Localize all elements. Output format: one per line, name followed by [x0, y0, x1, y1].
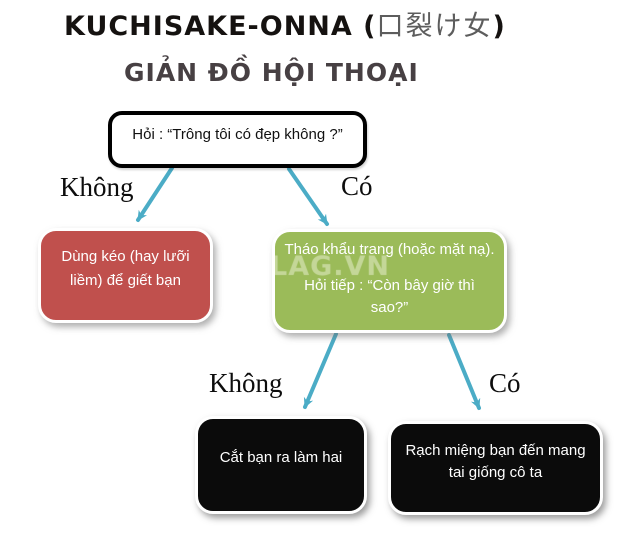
no2-result-text: Cắt bạn ra làm hai — [219, 449, 343, 466]
diagram-subtitle: GIẢN ĐỒ HỘI THOẠI — [124, 58, 419, 87]
yes-result-line2: Hỏi tiếp : “Còn bây giờ thì sao?” — [304, 276, 475, 316]
arrow-no-2-icon — [303, 332, 338, 409]
branch2-yes-label: Có — [489, 368, 521, 398]
arrow-no-1-icon — [136, 166, 174, 222]
arrow-yes-2-icon — [447, 333, 481, 410]
no-result-node: Dùng kéo (hay lưỡi liềm) để giết bạn — [38, 228, 213, 323]
page-title-close: ) — [492, 11, 506, 42]
question-text: Hỏi : “Trông tôi có đẹp không ?” — [132, 126, 343, 143]
question-node: Hỏi : “Trông tôi có đẹp không ?” — [108, 111, 367, 168]
no-result-text: Dùng kéo (hay lưỡi liềm) để giết bạn — [61, 247, 190, 289]
yes-result-line1: Tháo khẩu trang (hoặc mặt nạ). — [284, 240, 495, 258]
page-title: KUCHISAKE-ONNA (口裂け女) — [64, 4, 604, 43]
yes2-result-text: Rạch miệng bạn đến mang tai giống cô ta — [405, 442, 586, 481]
branch1-no-label: Không — [60, 172, 134, 202]
branch1-yes-label: Có — [341, 171, 373, 201]
yes-result-node: Tháo khẩu trang (hoặc mặt nạ). Hỏi tiếp … — [272, 229, 507, 333]
yes2-result-node: Rạch miệng bạn đến mang tai giống cô ta — [388, 421, 603, 515]
arrow-yes-1-icon — [287, 167, 329, 226]
no2-result-node: Cắt bạn ra làm hai — [195, 416, 367, 514]
branch2-no-label: Không — [209, 368, 283, 398]
page-title-latin: KUCHISAKE-ONNA ( — [64, 11, 377, 42]
page-title-kanji: 口裂け女 — [376, 11, 493, 42]
